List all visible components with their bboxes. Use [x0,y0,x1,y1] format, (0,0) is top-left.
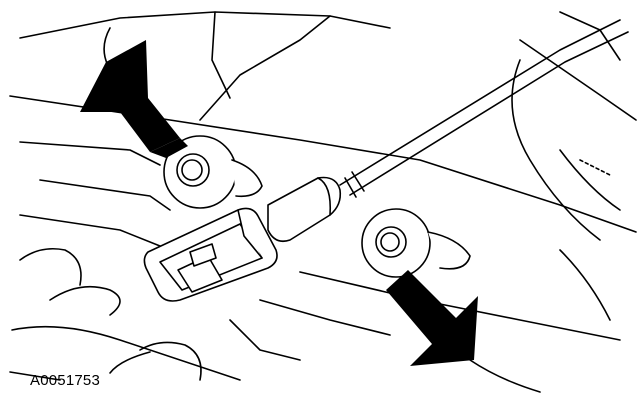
arrow-lower-right [386,270,478,366]
reference-code-label: A0051753 [30,372,101,389]
arrow-upper-left [80,40,188,158]
frame-rail [9,95,637,361]
right-panel [469,59,621,393]
lower-casting [9,247,241,381]
sensor-clip [143,207,278,302]
reference-leader-line [109,351,151,374]
bolt-upper-left [163,135,263,209]
cable-connector [267,176,342,243]
bolt-lower-right [361,208,471,278]
cable [339,19,629,198]
